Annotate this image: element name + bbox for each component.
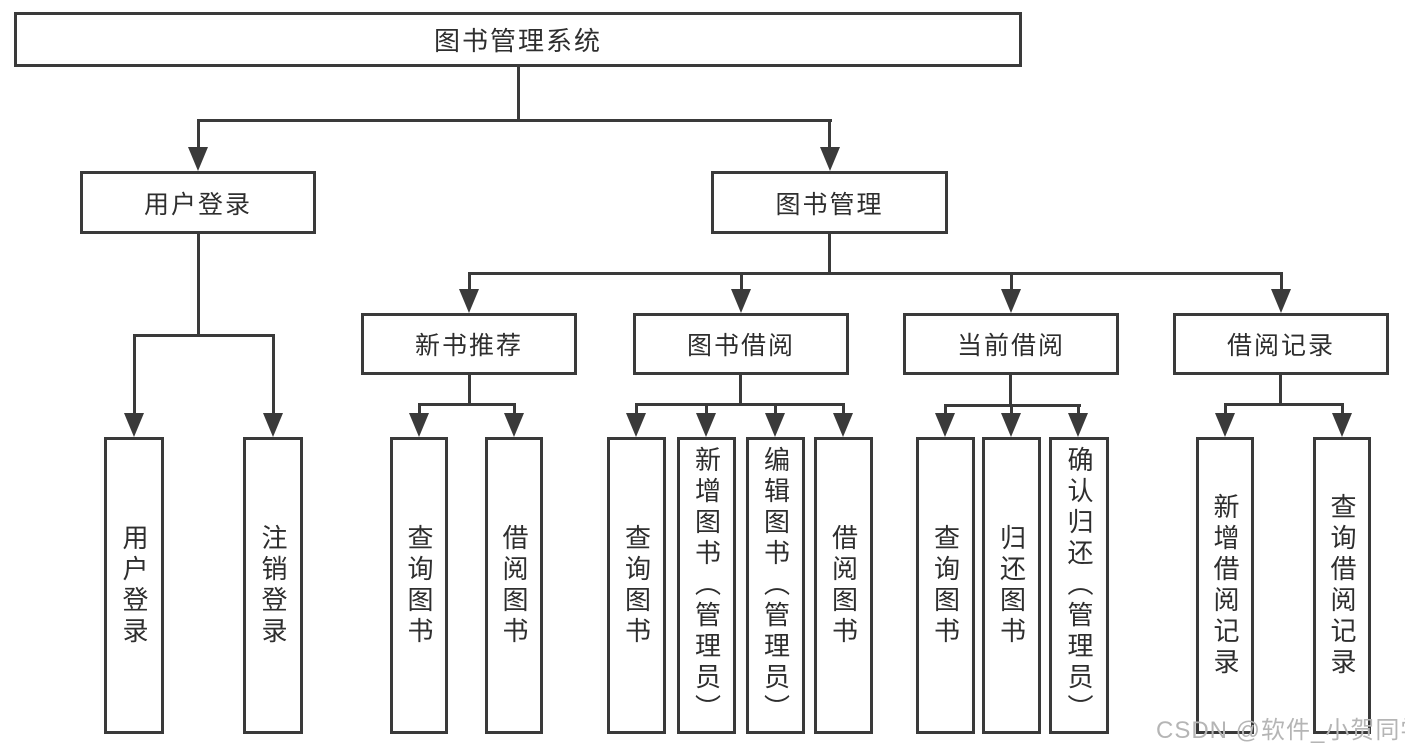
- leaf-borrow-books-label: 借阅图书: [828, 523, 859, 648]
- leaf-borrow-books: 借阅图书: [814, 437, 873, 734]
- leaf-add-borrow-record: 新增借阅记录: [1196, 437, 1254, 734]
- connector-root-hline: [197, 119, 832, 122]
- node-root: 图书管理系统: [14, 12, 1022, 67]
- leaf-logout-label: 注销登录: [258, 523, 288, 648]
- connector-book-borrow-hline: [636, 403, 845, 406]
- connector-borrow-records-hline: [1225, 403, 1344, 406]
- node-new-book-recommend: 新书推荐: [361, 313, 577, 375]
- arrowhead: [626, 413, 646, 437]
- arrowhead: [188, 147, 208, 171]
- leaf-query-books-recommend-label: 查询图书: [404, 523, 434, 648]
- arrowhead: [459, 289, 479, 313]
- node-book-management: 图书管理: [711, 171, 948, 234]
- connector-arrow-shaft: [828, 119, 831, 151]
- arrowhead: [263, 413, 283, 437]
- leaf-edit-book-admin: 编辑图书（管理员）: [746, 437, 805, 734]
- node-borrow-records-label: 借阅记录: [1226, 332, 1335, 360]
- node-book-management-label: 图书管理: [775, 190, 884, 219]
- connector-book-management-stub: [828, 234, 831, 274]
- connector-arrow-shaft: [944, 404, 947, 417]
- connector-book-management-hline: [469, 272, 1282, 275]
- connector-arrow-shaft: [133, 334, 136, 417]
- leaf-add-book-admin-label: 新增图书（管理员）: [691, 446, 722, 725]
- connector-arrow-shaft: [740, 272, 743, 293]
- connector-borrow-records-stub: [1279, 375, 1282, 405]
- leaf-confirm-return-admin: 确认归还（管理员）: [1049, 437, 1109, 734]
- leaf-query-books-current: 查询图书: [916, 437, 975, 734]
- arrowhead: [765, 413, 785, 437]
- connector-book-borrow-stub: [739, 375, 742, 405]
- leaf-logout: 注销登录: [243, 437, 303, 734]
- connector-arrow-shaft: [197, 119, 200, 151]
- node-root-label: 图书管理系统: [433, 26, 602, 56]
- connector-arrow-shaft: [1341, 403, 1344, 417]
- arrowhead: [833, 413, 853, 437]
- connector-new-book-recommend-stub: [468, 375, 471, 405]
- leaf-query-books-current-label: 查询图书: [930, 523, 961, 648]
- node-book-borrow: 图书借阅: [633, 313, 849, 375]
- leaf-borrow-books-recommend-label: 借阅图书: [499, 523, 529, 648]
- arrowhead: [1271, 289, 1291, 313]
- connector-arrow-shaft: [705, 403, 708, 417]
- node-user-login: 用户登录: [80, 171, 316, 234]
- arrowhead: [1001, 413, 1021, 437]
- connector-current-borrow-hline: [945, 404, 1081, 407]
- leaf-query-borrow-record-label: 查询借阅记录: [1327, 492, 1357, 679]
- connector-arrow-shaft: [1280, 272, 1283, 293]
- leaf-edit-book-admin-label: 编辑图书（管理员）: [760, 446, 791, 725]
- connector-arrow-shaft: [635, 403, 638, 417]
- connector-arrow-shaft: [1077, 404, 1080, 417]
- node-new-book-recommend-label: 新书推荐: [414, 332, 523, 360]
- arrowhead: [504, 413, 524, 437]
- connector-arrow-shaft: [842, 403, 845, 417]
- connector-arrow-shaft: [774, 403, 777, 417]
- arrowhead: [731, 289, 751, 313]
- arrowhead: [1068, 413, 1088, 437]
- connector-arrow-shaft: [418, 403, 421, 417]
- arrowhead: [820, 147, 840, 171]
- arrowhead: [1215, 413, 1235, 437]
- leaf-add-borrow-record-label: 新增借阅记录: [1210, 492, 1240, 679]
- connector-new-book-recommend-hline: [419, 403, 516, 406]
- arrowhead: [409, 413, 429, 437]
- node-book-borrow-label: 图书借阅: [686, 332, 795, 360]
- leaf-query-books-recommend: 查询图书: [390, 437, 448, 734]
- csdn-watermark: CSDN @软件_小贺同学: [1156, 717, 1405, 744]
- connector-arrow-shaft: [1224, 403, 1227, 417]
- leaf-return-books-label: 归还图书: [996, 523, 1027, 648]
- arrowhead: [1332, 413, 1352, 437]
- leaf-return-books: 归还图书: [982, 437, 1041, 734]
- leaf-query-borrow-record: 查询借阅记录: [1313, 437, 1371, 734]
- leaf-query-books-borrow-label: 查询图书: [621, 523, 652, 648]
- leaf-confirm-return-admin-label: 确认归还（管理员）: [1064, 446, 1094, 725]
- node-user-login-label: 用户登录: [143, 190, 252, 219]
- leaf-user-login: 用户登录: [104, 437, 164, 734]
- arrowhead: [935, 413, 955, 437]
- connector-current-borrow-stub: [1009, 375, 1012, 406]
- leaf-query-books-borrow: 查询图书: [607, 437, 666, 734]
- arrowhead: [696, 413, 716, 437]
- connector-user-login-stub: [197, 234, 200, 336]
- arrowhead: [1001, 289, 1021, 313]
- leaf-borrow-books-recommend: 借阅图书: [485, 437, 543, 734]
- connector-arrow-shaft: [1010, 272, 1013, 293]
- leaf-user-login-label: 用户登录: [119, 523, 149, 648]
- leaf-add-book-admin: 新增图书（管理员）: [677, 437, 736, 734]
- node-current-borrow: 当前借阅: [903, 313, 1119, 375]
- connector-root-stub: [517, 67, 520, 120]
- connector-user-login-hline: [133, 334, 274, 337]
- arrowhead: [124, 413, 144, 437]
- connector-arrow-shaft: [272, 334, 275, 417]
- connector-arrow-shaft: [1010, 404, 1013, 417]
- connector-arrow-shaft: [513, 403, 516, 417]
- node-borrow-records: 借阅记录: [1173, 313, 1389, 375]
- connector-arrow-shaft: [468, 272, 471, 293]
- node-current-borrow-label: 当前借阅: [956, 332, 1065, 360]
